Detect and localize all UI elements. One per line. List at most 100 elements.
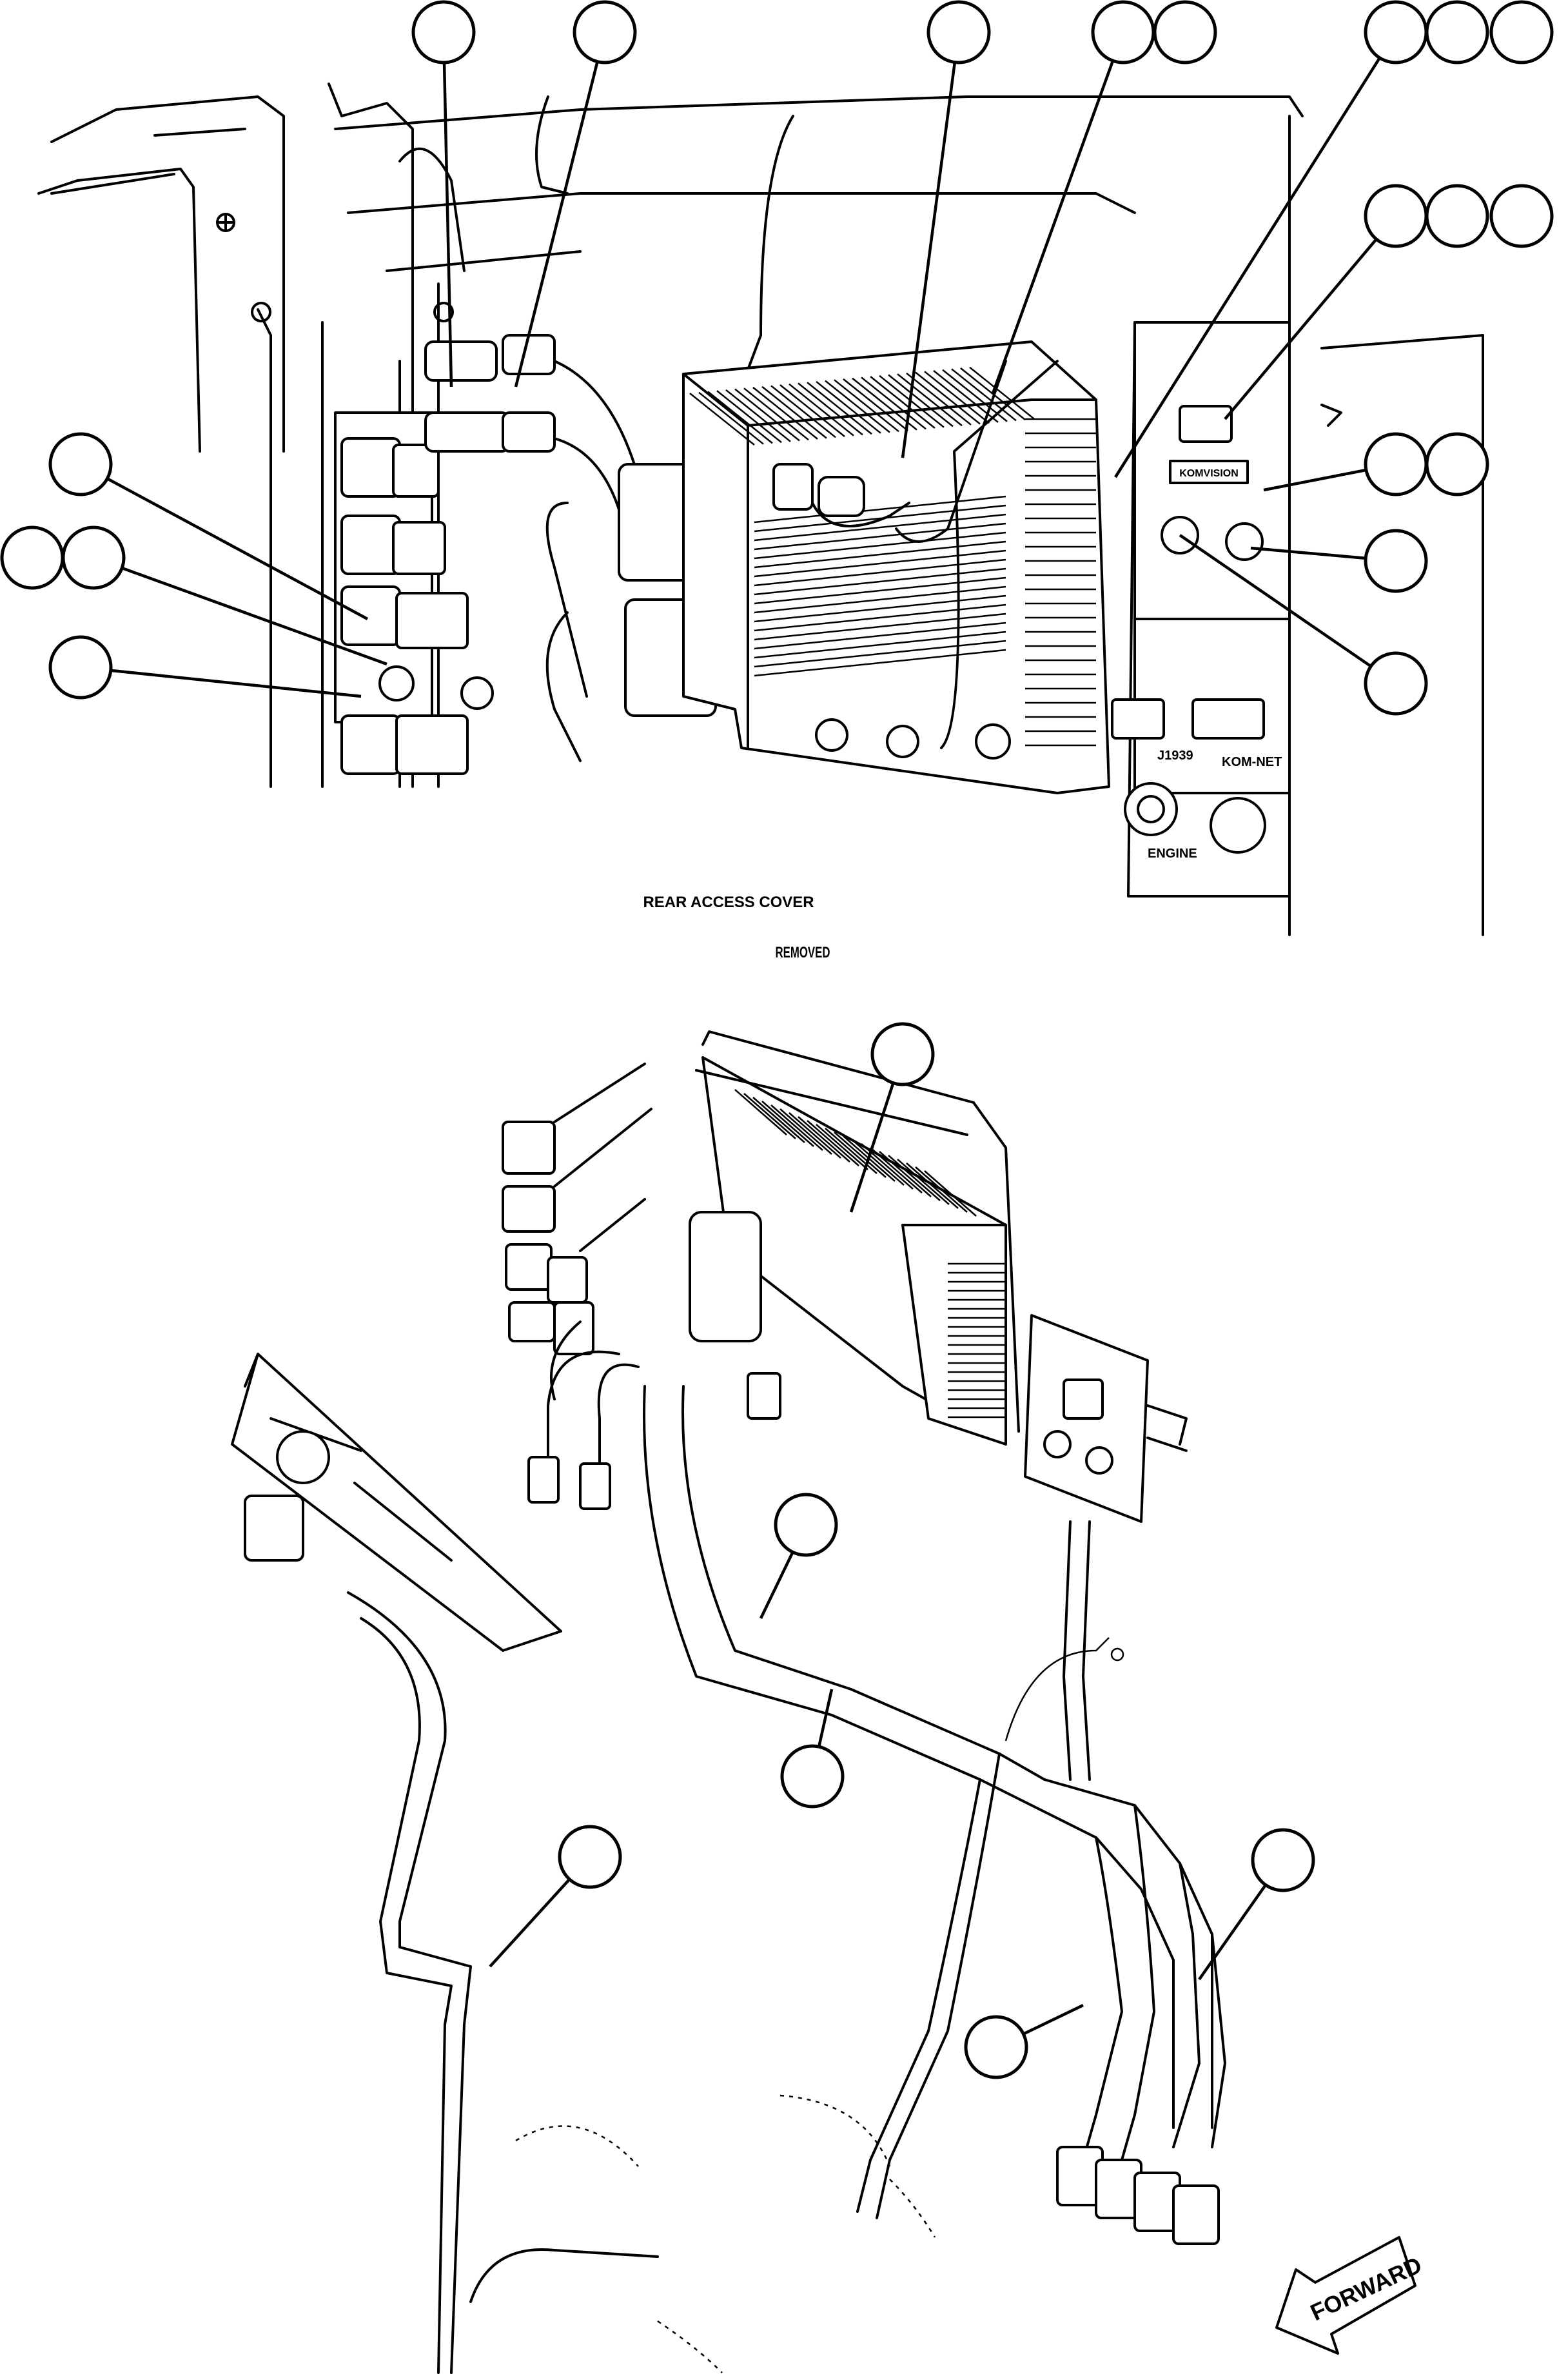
fin-line <box>754 594 1006 623</box>
fin-line <box>779 384 845 437</box>
stud-terminal <box>818 476 865 517</box>
fin-line <box>754 531 1006 560</box>
stud-terminal <box>772 463 814 511</box>
fin-line <box>897 1159 950 1205</box>
fin-line <box>906 372 972 426</box>
bulkhead-plate: KOMVISION J1939 KOM-NET ENGINE <box>1111 321 1342 861</box>
j1939-label: J1939 <box>1157 749 1193 763</box>
fin-line <box>951 368 1017 422</box>
fin-line <box>870 376 936 429</box>
ground-wire <box>1004 1637 1110 1741</box>
fin-line <box>879 375 945 428</box>
callout-bubble <box>411 0 476 64</box>
fin-line <box>834 1132 887 1178</box>
fin-line <box>870 1147 923 1193</box>
fin-line <box>716 390 782 444</box>
fin-line <box>825 1128 877 1174</box>
fin-line <box>770 1104 823 1151</box>
fin-line <box>754 613 1006 641</box>
lower-frame-line <box>469 2248 659 2303</box>
callout-bubble <box>1489 0 1554 64</box>
callout-leader-line <box>901 32 961 458</box>
fin-line <box>698 391 764 445</box>
fin-line <box>707 391 773 444</box>
fin-line <box>798 1116 850 1162</box>
callout-bubble <box>558 1825 622 1889</box>
fin-line <box>789 383 854 437</box>
callout-bubble <box>926 0 991 64</box>
callout-bubble <box>1425 432 1489 496</box>
lower-connector-cluster <box>502 1063 652 1355</box>
display-module <box>231 1353 562 1652</box>
fin-line <box>752 386 818 440</box>
callout-bubble <box>964 2015 1028 2079</box>
callout-bubble <box>1425 184 1489 248</box>
fin-line <box>843 378 908 431</box>
controller-cable <box>811 360 1059 749</box>
callout-bubble <box>1364 184 1428 248</box>
callout-bubble <box>870 1022 935 1086</box>
fin-line <box>754 549 1006 578</box>
callout-leader-line <box>79 463 369 620</box>
fin-line <box>888 1155 941 1201</box>
callout-leader-line <box>1179 534 1397 685</box>
fin-line <box>754 631 1006 659</box>
j1939-connector <box>1111 698 1165 740</box>
callout-bubble <box>1364 651 1428 716</box>
fin-line <box>754 576 1006 605</box>
speaker-grille-icon <box>1085 1446 1113 1475</box>
callout-leader-line <box>991 32 1125 394</box>
heat-sink-fins <box>689 366 1035 677</box>
speaker-grille-icon <box>1225 522 1264 561</box>
fin-line <box>743 387 809 441</box>
fin-line <box>807 382 872 435</box>
connector-port <box>886 725 919 758</box>
bottom-connectors <box>1056 2146 1220 2245</box>
fin-line <box>689 393 755 446</box>
lower-connector <box>747 1372 781 1420</box>
forward-arrow-icon: FORWARD <box>1275 2236 1426 2355</box>
fin-line <box>761 1101 814 1147</box>
fin-line <box>960 368 1026 420</box>
callout-bubble <box>1091 0 1155 64</box>
callout-bubble <box>1425 0 1489 64</box>
left-long-cable <box>347 1591 472 2374</box>
fin-line <box>743 1093 796 1139</box>
upper-view: KOMVISION J1939 KOM-NET ENGINE REAR ACCE… <box>37 83 1484 961</box>
fin-line <box>754 540 1006 569</box>
callout-bubble <box>780 1744 845 1809</box>
mounting-bolt-icon <box>251 302 271 322</box>
callout-leader-line <box>514 32 607 387</box>
fin-line <box>734 1089 787 1135</box>
callout-leader-line <box>1114 31 1397 478</box>
engine-label: ENGINE <box>1148 847 1197 861</box>
fin-line <box>888 374 954 427</box>
harness-branch <box>856 1752 1001 2219</box>
fin-line <box>834 379 899 433</box>
fin-line <box>906 1162 959 1209</box>
fin-line <box>789 1112 841 1159</box>
fin-line <box>754 649 1006 677</box>
fin-line <box>754 495 1006 524</box>
fin-line <box>761 386 827 439</box>
fin-line <box>754 513 1006 542</box>
connector-port <box>815 718 848 752</box>
komvision-label-plate <box>1169 460 1249 484</box>
speaker-grille-icon <box>1043 1430 1072 1458</box>
cable-bundle <box>545 360 640 762</box>
cab-panel-outline <box>37 95 285 453</box>
callout-bubble <box>48 432 113 496</box>
lower-cable-boot <box>689 1211 762 1342</box>
fin-line <box>915 371 981 425</box>
callout-bubble <box>573 0 637 64</box>
callout-bubble <box>1153 0 1217 64</box>
hidden-line <box>515 2094 936 2373</box>
fin-line <box>816 1124 868 1170</box>
fin-line <box>924 371 990 424</box>
callout-bubble <box>48 635 113 700</box>
fin-line <box>807 1120 859 1166</box>
fin-line <box>752 1097 805 1143</box>
fin-line <box>798 382 863 436</box>
fin-line <box>779 1108 832 1155</box>
fin-line <box>879 1151 932 1197</box>
